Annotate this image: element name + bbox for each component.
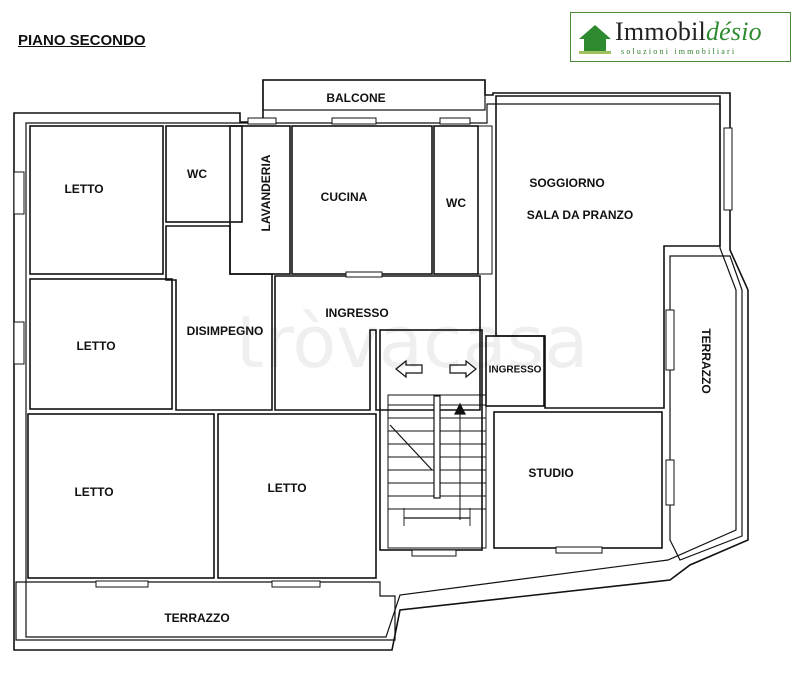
room-label-wc-left: WC	[187, 167, 207, 181]
room-label-disimpegno: DISIMPEGNO	[186, 324, 264, 338]
inner-wall	[25, 103, 737, 638]
room-label-terrazzo-right: TERRAZZO	[699, 328, 713, 394]
logo-tagline: soluzioni immobiliari	[621, 47, 737, 56]
room-label-soggiorno: SOGGIORNO	[529, 176, 605, 190]
room-label-studio: STUDIO	[528, 466, 574, 480]
floor-title: PIANO SECONDO	[18, 32, 146, 49]
window	[331, 117, 377, 125]
window	[665, 309, 675, 371]
window	[555, 546, 603, 554]
window	[271, 580, 321, 588]
terrazzo-bottom-outline	[15, 581, 396, 641]
wc-left-outline	[165, 125, 243, 223]
room-label-letto-mid-left: LETTO	[76, 339, 116, 353]
window	[247, 117, 277, 125]
letto-bottom-mid-outline	[217, 413, 377, 579]
arrow-up-icon	[454, 402, 466, 415]
room-label-lavanderia: LAVANDERIA	[259, 154, 273, 232]
room-label-cucina: CUCINA	[320, 190, 368, 204]
room-label-ingresso-small: INGRESSO	[488, 364, 542, 376]
brand-logo: Immobildésio soluzioni immobiliari	[570, 12, 791, 62]
room-label-wc-right: WC	[446, 196, 466, 210]
room-label-letto-top-left: LETTO	[64, 182, 104, 196]
window	[13, 171, 25, 215]
logo-name: Immobildésio	[615, 17, 762, 47]
watermark: tròvacasa	[236, 300, 589, 384]
letto-top-left-outline	[29, 125, 164, 275]
studio-outline	[493, 411, 663, 549]
window	[345, 271, 383, 278]
ingresso-main-outline	[274, 275, 481, 411]
room-label-balcone: BALCONE	[326, 91, 386, 105]
window	[439, 117, 471, 125]
window	[95, 580, 149, 588]
ingresso-small-outline	[485, 335, 545, 407]
terrazzo-right-outline	[669, 255, 743, 561]
wc-right-inner	[477, 125, 493, 275]
window	[411, 549, 457, 557]
window	[13, 321, 25, 365]
room-label-ingresso-main: INGRESSO	[325, 306, 389, 320]
stair-core	[387, 394, 487, 549]
room-label-sala-da-pranzo: SALA DA PRANZO	[526, 208, 634, 222]
room-label-letto-bottom-mid: LETTO	[267, 481, 307, 495]
window	[723, 127, 733, 211]
letto-bottom-left-outline	[27, 413, 215, 579]
arrow-left-icon	[395, 359, 423, 379]
room-label-terrazzo-bottom: TERRAZZO	[164, 611, 230, 625]
window	[665, 459, 675, 506]
logo-name-accent: désio	[705, 17, 762, 46]
logo-name-main: Immobil	[615, 17, 706, 46]
house-logo-icon	[579, 25, 611, 54]
disimpegno-outline	[165, 225, 273, 411]
arrow-right-icon	[449, 359, 477, 379]
letto-mid-left-outline	[29, 278, 173, 410]
room-label-letto-bottom-left: LETTO	[74, 485, 114, 499]
balcone-outline	[262, 79, 486, 111]
